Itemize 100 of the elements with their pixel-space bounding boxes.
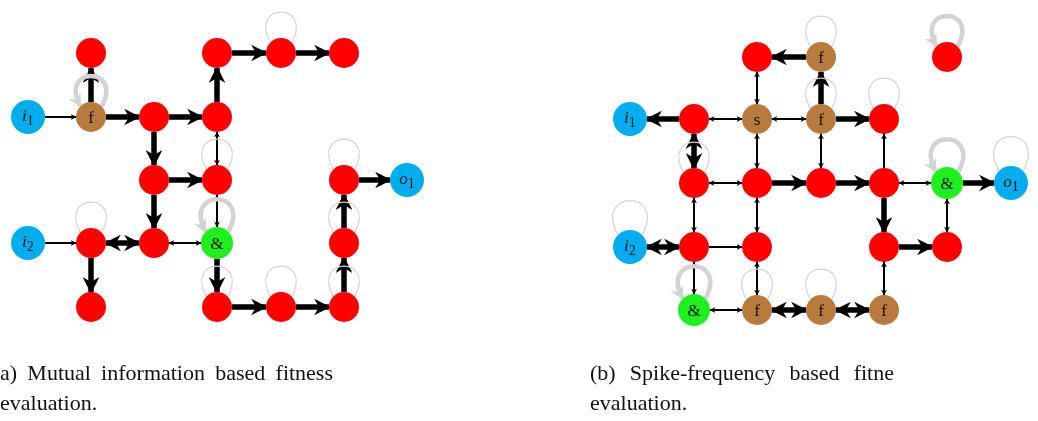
function-neuron-circle <box>76 102 106 132</box>
connection-arrow <box>169 171 204 189</box>
connection-arrow <box>82 258 100 294</box>
neuron-circle <box>679 168 709 198</box>
figure-caption: (b) Spike-frequency based fitne evaluation. <box>590 359 894 417</box>
neuron-label: i$_{2}$ <box>22 232 34 254</box>
connection-arrow <box>754 197 760 233</box>
self-loop-arrow <box>671 264 713 300</box>
connection-arrow <box>232 298 268 316</box>
neuron-label: & <box>940 174 954 192</box>
connection-arrow <box>944 198 950 233</box>
connection-arrow <box>44 114 77 120</box>
neuron-circle <box>742 42 772 72</box>
connection-arrow <box>104 234 141 252</box>
self-loop-arrow <box>993 136 1029 172</box>
io-neuron-circle <box>613 102 647 136</box>
neuron-circle <box>76 38 106 68</box>
connection-arrow <box>208 66 226 102</box>
connection-arrow <box>708 180 743 186</box>
neuron-label: i$_{2}$ <box>624 236 636 258</box>
connection-arrow <box>772 174 808 192</box>
neuron-circle <box>139 165 169 195</box>
neuron-circle <box>742 168 772 198</box>
neuron-circle <box>202 292 232 322</box>
connection-arrow <box>836 110 871 128</box>
connection-arrow <box>645 110 679 128</box>
connection-arrow <box>834 301 871 319</box>
io-neuron-circle <box>994 166 1028 200</box>
neuron-circle <box>139 228 169 258</box>
connection-arrow <box>754 71 760 105</box>
connection-arrow <box>898 180 932 186</box>
function-neuron-circle <box>869 295 899 325</box>
connection-arrow <box>709 307 743 313</box>
io-neuron-circle <box>613 230 647 264</box>
figure-caption: a) Mutual information based fitness evaluation. <box>0 359 333 417</box>
neuron-circle <box>932 42 962 72</box>
neuron-circle <box>742 232 772 262</box>
connection-arrow <box>168 240 202 246</box>
connection-arrow <box>818 133 824 169</box>
connection-arrow <box>754 261 760 296</box>
neuron-label: f <box>818 110 824 128</box>
neuron-label: & <box>210 234 224 252</box>
neuron-label: f <box>881 301 887 319</box>
connection-arrow <box>770 48 806 66</box>
connection-arrow <box>214 131 220 166</box>
connection-arrow <box>359 171 392 189</box>
io-neuron-circle <box>11 100 45 134</box>
connection-arrow <box>145 132 163 167</box>
neuron-circle <box>139 102 169 132</box>
connection-arrow <box>754 133 760 169</box>
connection-arrow <box>214 194 220 228</box>
function-neuron-circle <box>806 104 836 134</box>
neuron-circle <box>869 104 899 134</box>
connection-arrow <box>645 238 681 256</box>
self-loop-arrow <box>328 265 360 297</box>
connection-arrow <box>208 259 226 294</box>
neuron-label: s <box>753 110 761 128</box>
neuron-circle <box>869 232 899 262</box>
connection-arrow <box>899 238 934 256</box>
io-neuron-circle <box>11 226 45 260</box>
and-neuron-circle <box>201 227 233 259</box>
neuron-circle <box>266 292 296 322</box>
connection-arrow <box>335 193 353 228</box>
function-neuron-circle <box>742 104 772 134</box>
connection-arrow <box>169 108 204 126</box>
connection-arrow <box>836 174 871 192</box>
self-loop-arrow <box>69 74 109 108</box>
neuron-circle <box>932 232 962 262</box>
neuron-circle <box>869 168 899 198</box>
neuron-circle <box>329 165 359 195</box>
self-loop-arrow <box>924 137 966 173</box>
connection-arrow <box>335 256 353 292</box>
neuron-label: i$_{1}$ <box>22 106 34 128</box>
neuron-circle <box>679 104 709 134</box>
connection-arrow <box>881 261 887 296</box>
neuron-circle <box>266 38 296 68</box>
connection-arrow <box>812 70 830 104</box>
connection-arrow <box>44 240 77 246</box>
function-neuron-circle <box>742 295 772 325</box>
neuron-label: f <box>818 301 824 319</box>
io-neuron-circle <box>390 163 424 197</box>
connection-arrow <box>685 132 703 170</box>
and-neuron-circle <box>931 167 963 199</box>
connection-arrow <box>82 66 100 102</box>
connection-arrow <box>145 195 163 230</box>
neuron-circle <box>806 168 836 198</box>
neuron-circle <box>329 38 359 68</box>
neuron-circle <box>202 38 232 68</box>
self-loop-arrow <box>194 197 236 233</box>
neuron-label: f <box>754 301 760 319</box>
neuron-circle <box>202 102 232 132</box>
self-loop-arrow <box>925 14 965 48</box>
connection-arrow <box>691 261 697 295</box>
connection-arrow <box>106 108 141 126</box>
neuron-circle <box>679 232 709 262</box>
neuron-label: o$_{1}$ <box>1003 172 1019 194</box>
neuron-label: o$_{1}$ <box>399 169 415 191</box>
function-neuron-circle <box>806 42 836 72</box>
neuron-circle <box>329 292 359 322</box>
connection-arrow <box>296 44 331 62</box>
